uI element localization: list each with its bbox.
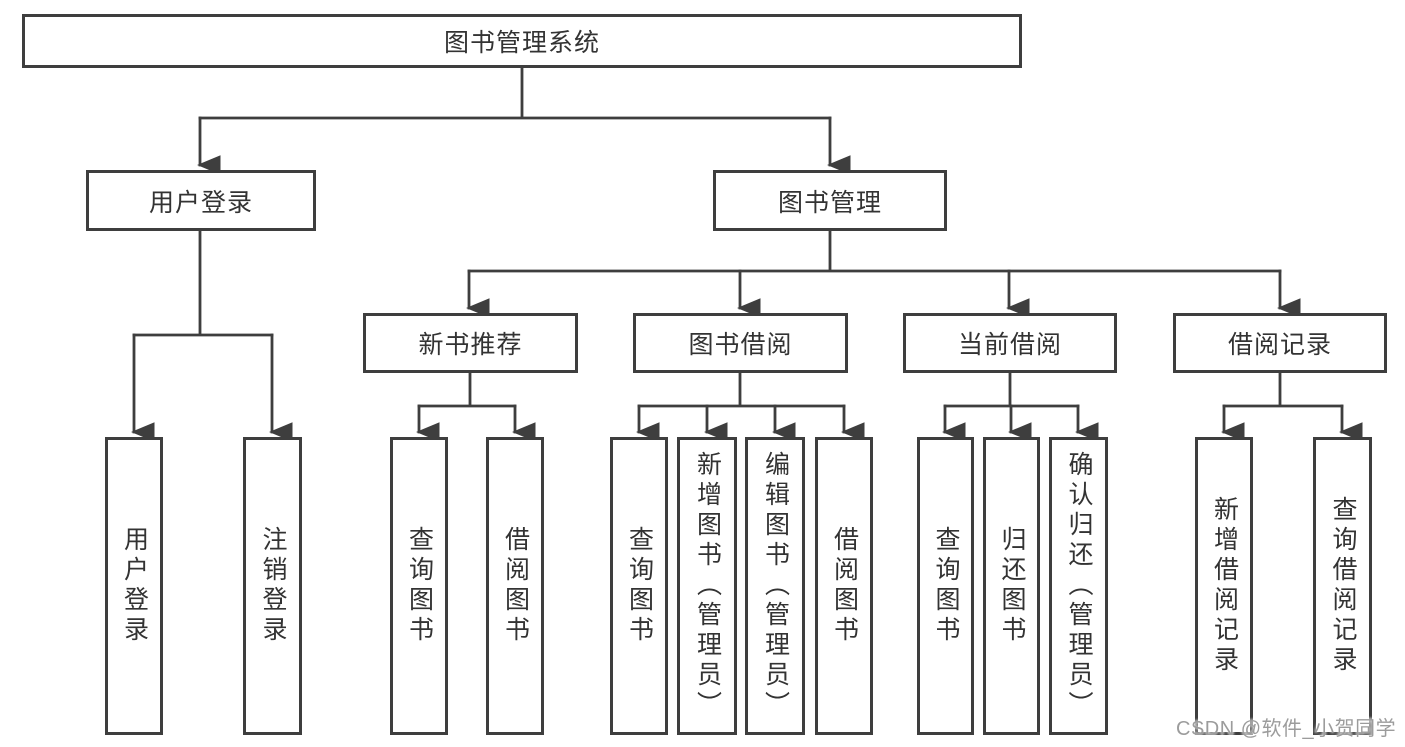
leaf-cb-query-books: 查询图书 (917, 437, 974, 735)
leaf-bb-add-book-admin: 新增图书（管理员） (677, 437, 737, 735)
node-current-borrow: 当前借阅 (903, 313, 1117, 373)
watermark: CSDN @软件_小贺同学 (1176, 718, 1397, 740)
node-root: 图书管理系统 (22, 14, 1022, 68)
node-new-book-recommend: 新书推荐 (363, 313, 578, 373)
leaf-bb-borrow-books: 借阅图书 (815, 437, 873, 735)
node-user-login: 用户登录 (86, 170, 316, 231)
leaf-cb-return-book: 归还图书 (983, 437, 1040, 735)
leaf-br-query-record: 查询借阅记录 (1313, 437, 1372, 735)
node-book-borrow: 图书借阅 (633, 313, 848, 373)
leaf-nb-query-books: 查询图书 (390, 437, 448, 735)
node-book-management: 图书管理 (713, 170, 947, 231)
leaf-nb-borrow-books: 借阅图书 (486, 437, 544, 735)
leaf-logout: 注销登录 (243, 437, 302, 735)
leaf-bb-edit-book-admin: 编辑图书（管理员） (745, 437, 805, 735)
leaf-bb-query-books: 查询图书 (610, 437, 668, 735)
leaf-cb-confirm-return-admin: 确认归还（管理员） (1049, 437, 1108, 735)
node-borrow-records: 借阅记录 (1173, 313, 1387, 373)
leaf-br-add-record: 新增借阅记录 (1195, 437, 1253, 735)
connector-trunks (132, 65, 1344, 408)
leaf-user-login: 用户登录 (105, 437, 163, 735)
